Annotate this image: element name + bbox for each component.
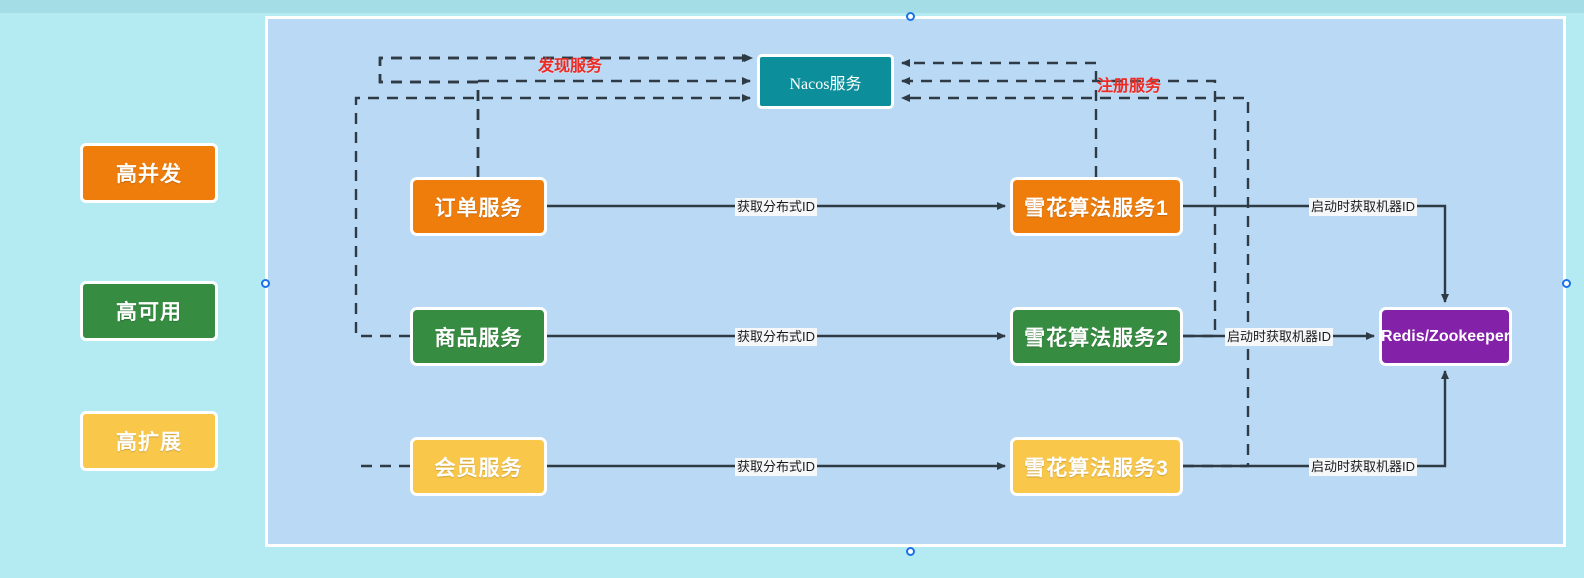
node-product-service[interactable]: 商品服务: [410, 307, 547, 366]
tag-high-scalability[interactable]: 高扩展: [80, 411, 218, 471]
node-label: Nacos服务: [789, 75, 862, 93]
node-label: 会员服务: [434, 456, 523, 480]
edge-label-machine-id-1: 启动时获取机器ID: [1309, 198, 1418, 216]
node-snowflake-service-2[interactable]: 雪花算法服务2: [1010, 307, 1183, 366]
edge-label-get-distributed-id-3: 获取分布式ID: [735, 458, 818, 476]
edge-label-get-distributed-id-2: 获取分布式ID: [735, 328, 818, 346]
node-redis-zookeeper[interactable]: Redis/Zookeeper: [1379, 307, 1512, 366]
node-label: 雪花算法服务3: [1024, 456, 1169, 480]
node-snowflake-service-3[interactable]: 雪花算法服务3: [1010, 437, 1183, 496]
edge-label-machine-id-3: 启动时获取机器ID: [1309, 458, 1418, 476]
node-label: 雪花算法服务1: [1024, 196, 1169, 220]
node-snowflake-service-1[interactable]: 雪花算法服务1: [1010, 177, 1183, 236]
resize-handle-right[interactable]: [1562, 279, 1571, 288]
tag-label: 高扩展: [116, 431, 182, 454]
tag-label: 高并发: [116, 163, 182, 186]
node-label: 订单服务: [434, 196, 523, 220]
resize-handle-top[interactable]: [906, 12, 915, 21]
resize-handle-bottom[interactable]: [906, 547, 915, 556]
node-nacos-service[interactable]: Nacos服务: [757, 54, 894, 109]
edge-label-machine-id-2: 启动时获取机器ID: [1225, 328, 1334, 346]
annotation-register-service: 注册服务: [1097, 78, 1162, 95]
top-background-strip: [0, 0, 1584, 13]
node-label: 雪花算法服务2: [1024, 326, 1169, 350]
node-member-service[interactable]: 会员服务: [410, 437, 547, 496]
tag-high-availability[interactable]: 高可用: [80, 281, 218, 341]
node-order-service[interactable]: 订单服务: [410, 177, 547, 236]
edge-label-get-distributed-id-1: 获取分布式ID: [735, 198, 818, 216]
node-label: Redis/Zookeeper: [1381, 327, 1510, 345]
annotation-discover-service: 发现服务: [538, 58, 603, 75]
node-label: 商品服务: [434, 326, 523, 350]
tag-high-concurrency[interactable]: 高并发: [80, 143, 218, 203]
resize-handle-left[interactable]: [261, 279, 270, 288]
tag-label: 高可用: [116, 301, 182, 324]
